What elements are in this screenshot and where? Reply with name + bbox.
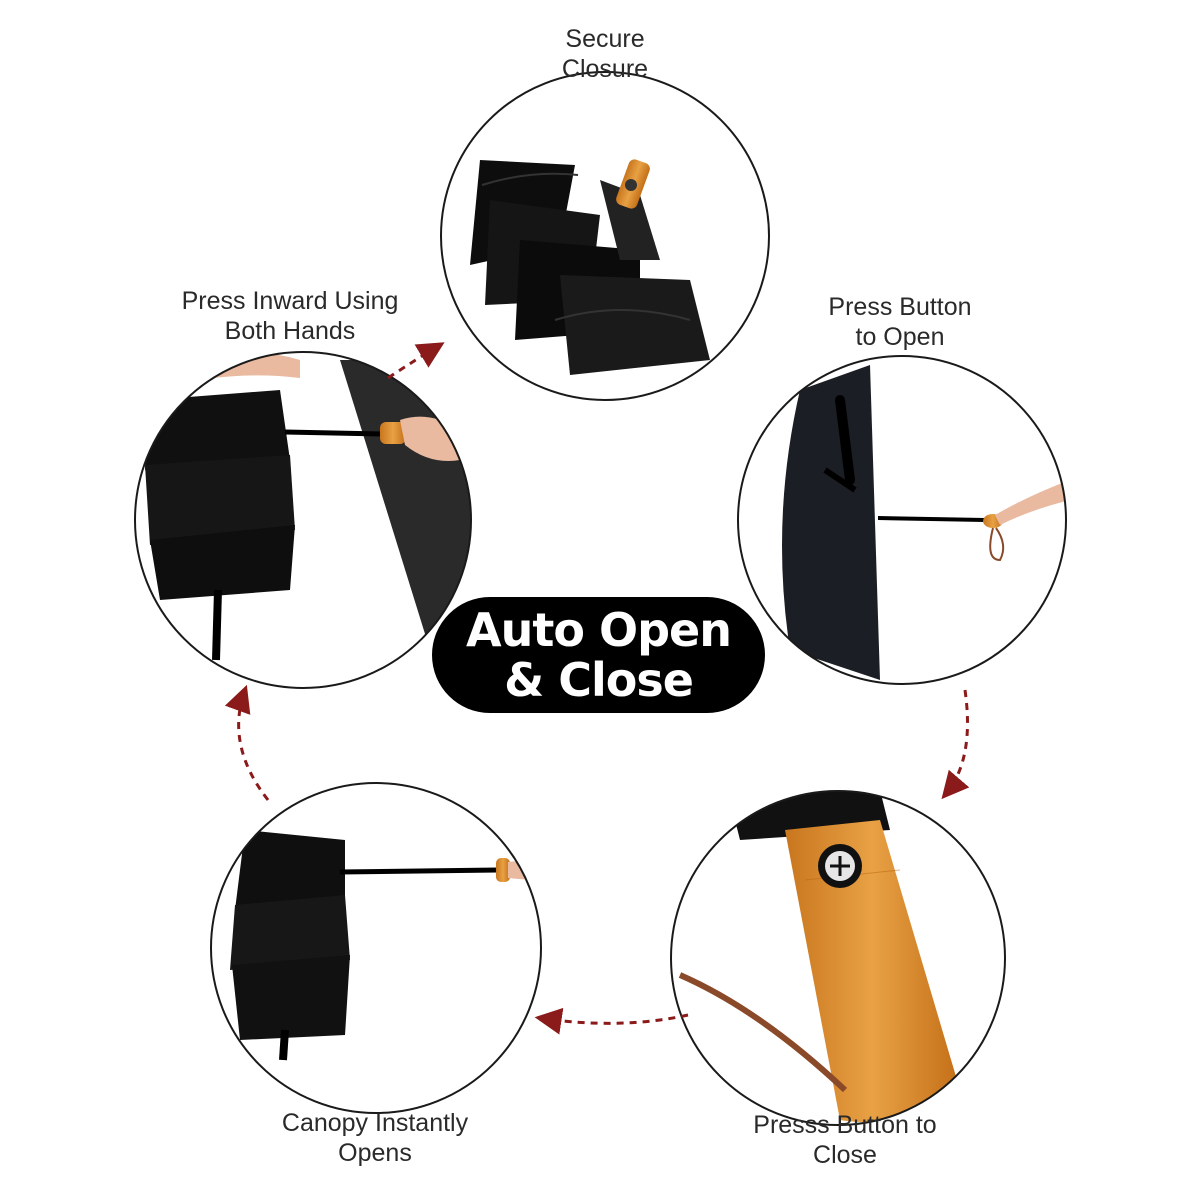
open-umbrella-side-icon bbox=[782, 365, 1066, 680]
arrow-to-secure-closure bbox=[387, 342, 445, 380]
step-circle-canopy-opens bbox=[210, 782, 542, 1114]
step-circle-press-button-open bbox=[737, 355, 1067, 685]
label-press-button-open: Press Button to Open bbox=[828, 293, 972, 351]
label-secure-closure: Secure Closure bbox=[561, 25, 649, 83]
label-press-inward: Press Inward Using Both Hands bbox=[181, 287, 399, 345]
step-circle-press-button-close bbox=[670, 790, 1006, 1126]
step-circle-secure-closure bbox=[440, 71, 770, 401]
badge-line-2: & Close bbox=[504, 653, 694, 707]
auto-open-close-badge: Auto Open & Close bbox=[432, 597, 765, 713]
label-canopy-opens: Canopy Instantly Opens bbox=[281, 1109, 469, 1167]
badge-line-1: Auto Open bbox=[466, 603, 732, 657]
arrow-to-press-button-close bbox=[941, 689, 970, 800]
label-press-button-close: Presss Button to Close bbox=[753, 1111, 937, 1169]
hands-pressing-umbrella-icon bbox=[145, 352, 470, 661]
folded-umbrella-icon bbox=[470, 159, 710, 375]
arrow-to-canopy-opens bbox=[534, 1007, 689, 1035]
arrow-to-press-inward bbox=[224, 684, 270, 801]
step-circle-press-inward bbox=[134, 351, 472, 689]
